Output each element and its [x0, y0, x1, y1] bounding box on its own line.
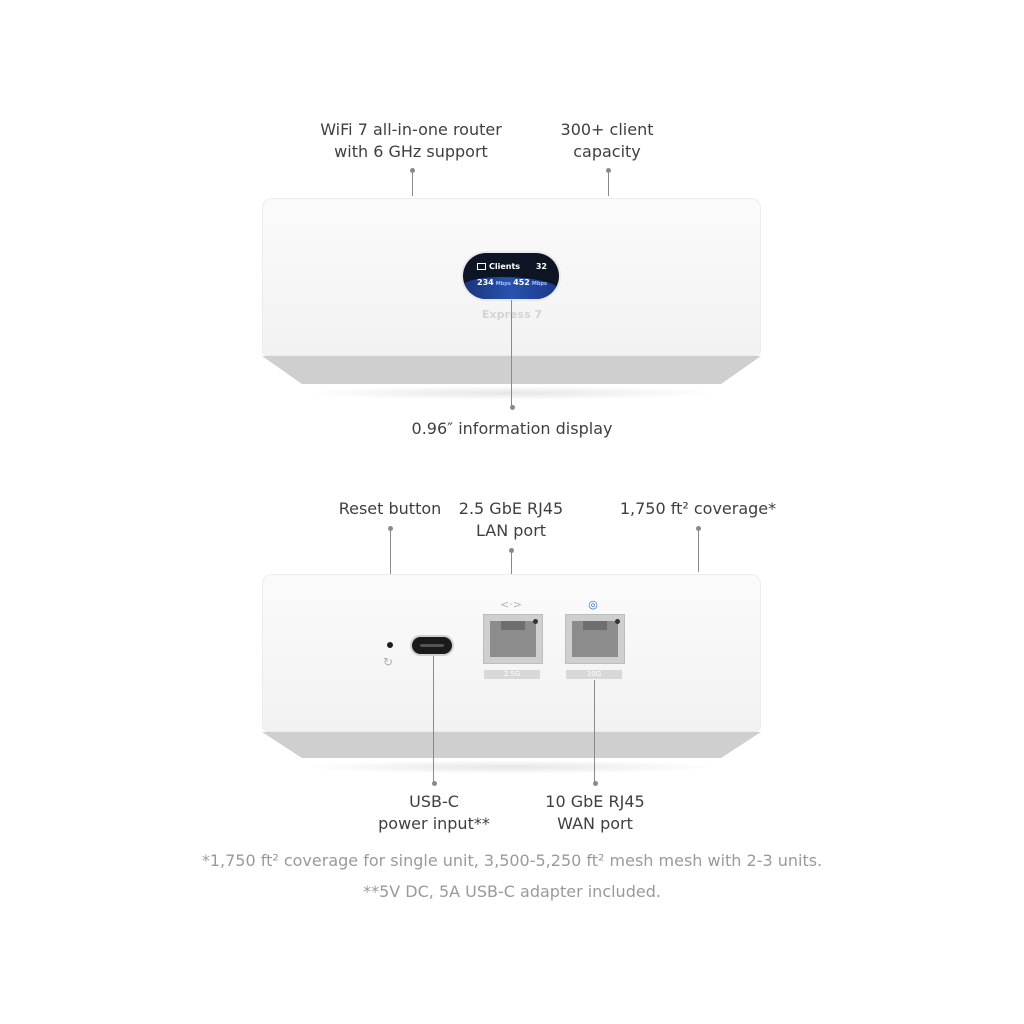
wan-port	[565, 614, 625, 664]
wan-label-line2: WAN port	[557, 814, 633, 833]
coverage-label: 1,750 ft² coverage*	[619, 499, 777, 518]
router-back-shadow	[300, 760, 720, 774]
wan-leader-dot	[593, 781, 598, 786]
display-down-unit: Mbps	[495, 281, 511, 287]
display-clients-row: Clients 32	[477, 262, 547, 271]
display-label: 0.96″ information display	[411, 419, 613, 438]
usbc-label: USB-C power input**	[378, 791, 490, 835]
usbc-label-line1: USB-C	[409, 792, 459, 811]
display-leader-dot	[510, 405, 515, 410]
display-up-unit: Mbps	[531, 281, 547, 287]
wifi-label-line1: WiFi 7 all-in-one router	[320, 120, 502, 139]
bidirectional-arrow-icon: <·>	[500, 598, 522, 611]
clients-leader	[608, 170, 609, 196]
clients-icon	[477, 263, 486, 270]
coverage-leader	[698, 528, 699, 572]
lan-label-line1: 2.5 GbE RJ45	[458, 499, 564, 518]
reset-label: Reset button	[338, 499, 442, 518]
footnote-power: **5V DC, 5A USB-C adapter included.	[363, 882, 661, 901]
router-back-base	[262, 732, 761, 758]
usbc-leader-dot	[432, 781, 437, 786]
globe-icon: ◎	[588, 598, 598, 611]
lan-label-line2: LAN port	[475, 521, 547, 540]
footnote-coverage: *1,750 ft² coverage for single unit, 3,5…	[201, 851, 823, 870]
usbc-label-line2: power input**	[378, 814, 490, 833]
wan-port-tag: 10G	[566, 670, 622, 679]
brand-label: Express 7	[482, 308, 542, 321]
lan-led	[533, 619, 538, 624]
lan-port-tag: 2.5G	[484, 670, 540, 679]
lan-leader	[511, 550, 512, 594]
clients-label-line1: 300+ client	[560, 120, 654, 139]
display-leader	[511, 300, 512, 406]
usbc-leader	[433, 656, 434, 782]
wan-led	[615, 619, 620, 624]
router-front-shadow	[300, 386, 720, 400]
usbc-port	[412, 637, 452, 654]
wan-latch	[583, 621, 607, 630]
wifi-leader	[412, 170, 413, 196]
lan-label: 2.5 GbE RJ45 LAN port	[459, 498, 563, 542]
lan-port	[483, 614, 543, 664]
display-clients-text: Clients	[489, 262, 521, 271]
wifi-label-line2: with 6 GHz support	[334, 142, 488, 161]
clients-label: 300+ client capacity	[561, 119, 654, 163]
display-wave-graphic	[463, 277, 559, 299]
wan-leader	[594, 680, 595, 782]
display-clients-count: 32	[535, 262, 547, 271]
clients-label-line2: capacity	[573, 142, 641, 161]
display-clients-title: Clients	[477, 262, 520, 271]
wan-label-line1: 10 GbE RJ45	[545, 792, 645, 811]
refresh-icon: ↻	[383, 655, 394, 669]
wan-label: 10 GbE RJ45 WAN port	[545, 791, 644, 835]
lan-latch	[501, 621, 525, 630]
reset-button	[387, 642, 393, 648]
display-down-value: 234	[477, 278, 494, 287]
wifi-label: WiFi 7 all-in-one router with 6 GHz supp…	[320, 119, 502, 163]
display-up-value: 452	[513, 278, 530, 287]
